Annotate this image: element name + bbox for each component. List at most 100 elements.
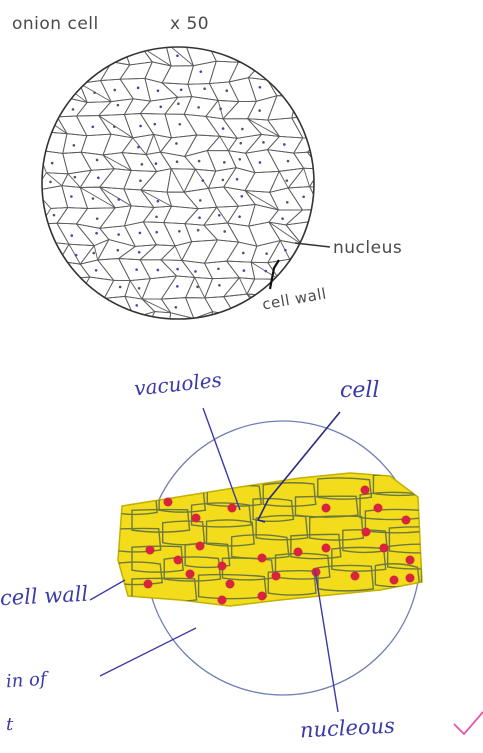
onion-cell-wall xyxy=(133,138,146,155)
onion-cell xyxy=(247,312,277,336)
onion-cell xyxy=(268,96,297,120)
red-nucleus xyxy=(164,498,173,507)
onion-nucleus-dot xyxy=(199,199,202,202)
onion-nucleus-dot xyxy=(96,217,99,220)
red-nucleus xyxy=(351,572,360,581)
onion-cell xyxy=(146,152,171,171)
drawing2-label-cut-1: in of xyxy=(5,671,47,692)
red-nucleus xyxy=(390,576,399,585)
onion-cell xyxy=(59,61,91,83)
onion-cell xyxy=(77,102,112,116)
onion-nucleus-dot xyxy=(202,179,205,182)
onion-cell xyxy=(122,312,155,335)
onion-nucleus-dot xyxy=(51,162,54,165)
onion-cell xyxy=(42,295,71,316)
onion-nucleus-dot xyxy=(178,123,181,126)
red-nucleus xyxy=(374,504,383,513)
red-nucleus xyxy=(362,528,371,537)
red-nucleus xyxy=(380,544,389,553)
onion-nucleus-dot xyxy=(196,286,199,289)
onion-nucleus-dot xyxy=(49,181,52,184)
onion-cell-wall xyxy=(195,277,205,297)
onion-cell xyxy=(140,97,177,114)
onion-nucleus-dot xyxy=(283,143,286,146)
onion-nucleus-dot xyxy=(137,87,140,90)
onion-nucleus-dot xyxy=(141,163,144,166)
onion-cell xyxy=(292,116,322,138)
onion-nucleus-dot xyxy=(242,252,245,255)
onion-cell xyxy=(182,240,218,263)
onion-cell xyxy=(206,116,237,138)
red-nucleus xyxy=(146,546,155,555)
onion-cell-wall xyxy=(46,317,62,335)
onion-cell xyxy=(161,298,193,319)
onion-cell xyxy=(227,42,260,64)
onion-cell xyxy=(313,259,344,280)
onion-cell xyxy=(228,134,261,153)
drawing2-field xyxy=(90,408,483,734)
onion-cell xyxy=(124,114,153,138)
onion-nucleus-dot xyxy=(70,234,73,237)
onion-nucleus-dot xyxy=(238,215,241,218)
onion-nucleus-dot xyxy=(286,179,289,182)
onion-cell xyxy=(249,222,281,246)
onion-nucleus-dot xyxy=(119,286,122,289)
onion-nucleus-dot xyxy=(222,127,225,130)
onion-nucleus-dot xyxy=(194,270,197,273)
onion-nucleus-dot xyxy=(259,86,262,89)
drawing1-nucleus-pointer xyxy=(295,243,330,247)
red-nucleus xyxy=(144,580,153,589)
onion-nucleus-dot xyxy=(174,306,177,309)
red-nucleus xyxy=(402,516,411,525)
onion-cell xyxy=(62,170,91,187)
onion-nucleus-dot xyxy=(241,128,244,131)
onion-nucleus-dot xyxy=(223,161,226,164)
onion-cell xyxy=(124,99,150,115)
onion-nucleus-dot xyxy=(75,254,78,257)
onion-cell xyxy=(307,137,343,154)
onion-cell-wall xyxy=(100,187,131,206)
onion-nucleus-dot xyxy=(225,89,228,92)
onion-cell-wall xyxy=(171,169,184,192)
onion-cell-wall xyxy=(278,315,294,330)
onion-cell xyxy=(146,134,171,154)
onion-nucleus-dot xyxy=(239,142,242,145)
onion-nucleus-dot xyxy=(157,269,160,272)
onion-nucleus-dot xyxy=(53,214,56,217)
onion-cell xyxy=(224,294,260,315)
onion-cell xyxy=(184,188,217,208)
onion-cell-wall xyxy=(288,80,322,101)
onion-nucleus-dot xyxy=(176,54,179,57)
tick-mark xyxy=(454,712,483,734)
onion-nucleus-dot xyxy=(203,87,206,90)
red-nucleus xyxy=(258,554,267,563)
onion-nucleus-dot xyxy=(217,267,220,270)
onion-cell-wall xyxy=(69,244,80,264)
onion-nucleus-dot xyxy=(197,229,200,232)
onion-cell xyxy=(168,313,194,336)
onion-cell xyxy=(167,169,195,192)
onion-cell xyxy=(312,62,343,84)
onion-cell xyxy=(98,259,130,281)
onion-cell-wall xyxy=(195,169,208,188)
onion-nucleus-dot xyxy=(117,249,120,252)
onion-nucleus-dot xyxy=(176,285,179,288)
onion-cell-wall xyxy=(248,119,280,137)
onion-nucleus-dot xyxy=(155,215,158,218)
onion-cell xyxy=(125,222,157,247)
onion-cell xyxy=(38,43,67,66)
drawing2-cellwall-pointer xyxy=(90,580,125,600)
onion-cell-wall xyxy=(45,98,58,117)
onion-cell xyxy=(312,83,345,102)
onion-cell xyxy=(76,224,108,246)
onion-cell xyxy=(184,169,216,192)
onion-cell xyxy=(268,80,298,96)
onion-cell xyxy=(224,168,255,191)
onion-nucleus-dot xyxy=(139,179,142,182)
red-nucleus xyxy=(228,504,237,513)
onion-nucleus-dot xyxy=(223,230,226,233)
onion-cell xyxy=(267,315,297,336)
onion-nucleus-dot xyxy=(302,195,305,198)
onion-cell-wall xyxy=(130,281,142,299)
